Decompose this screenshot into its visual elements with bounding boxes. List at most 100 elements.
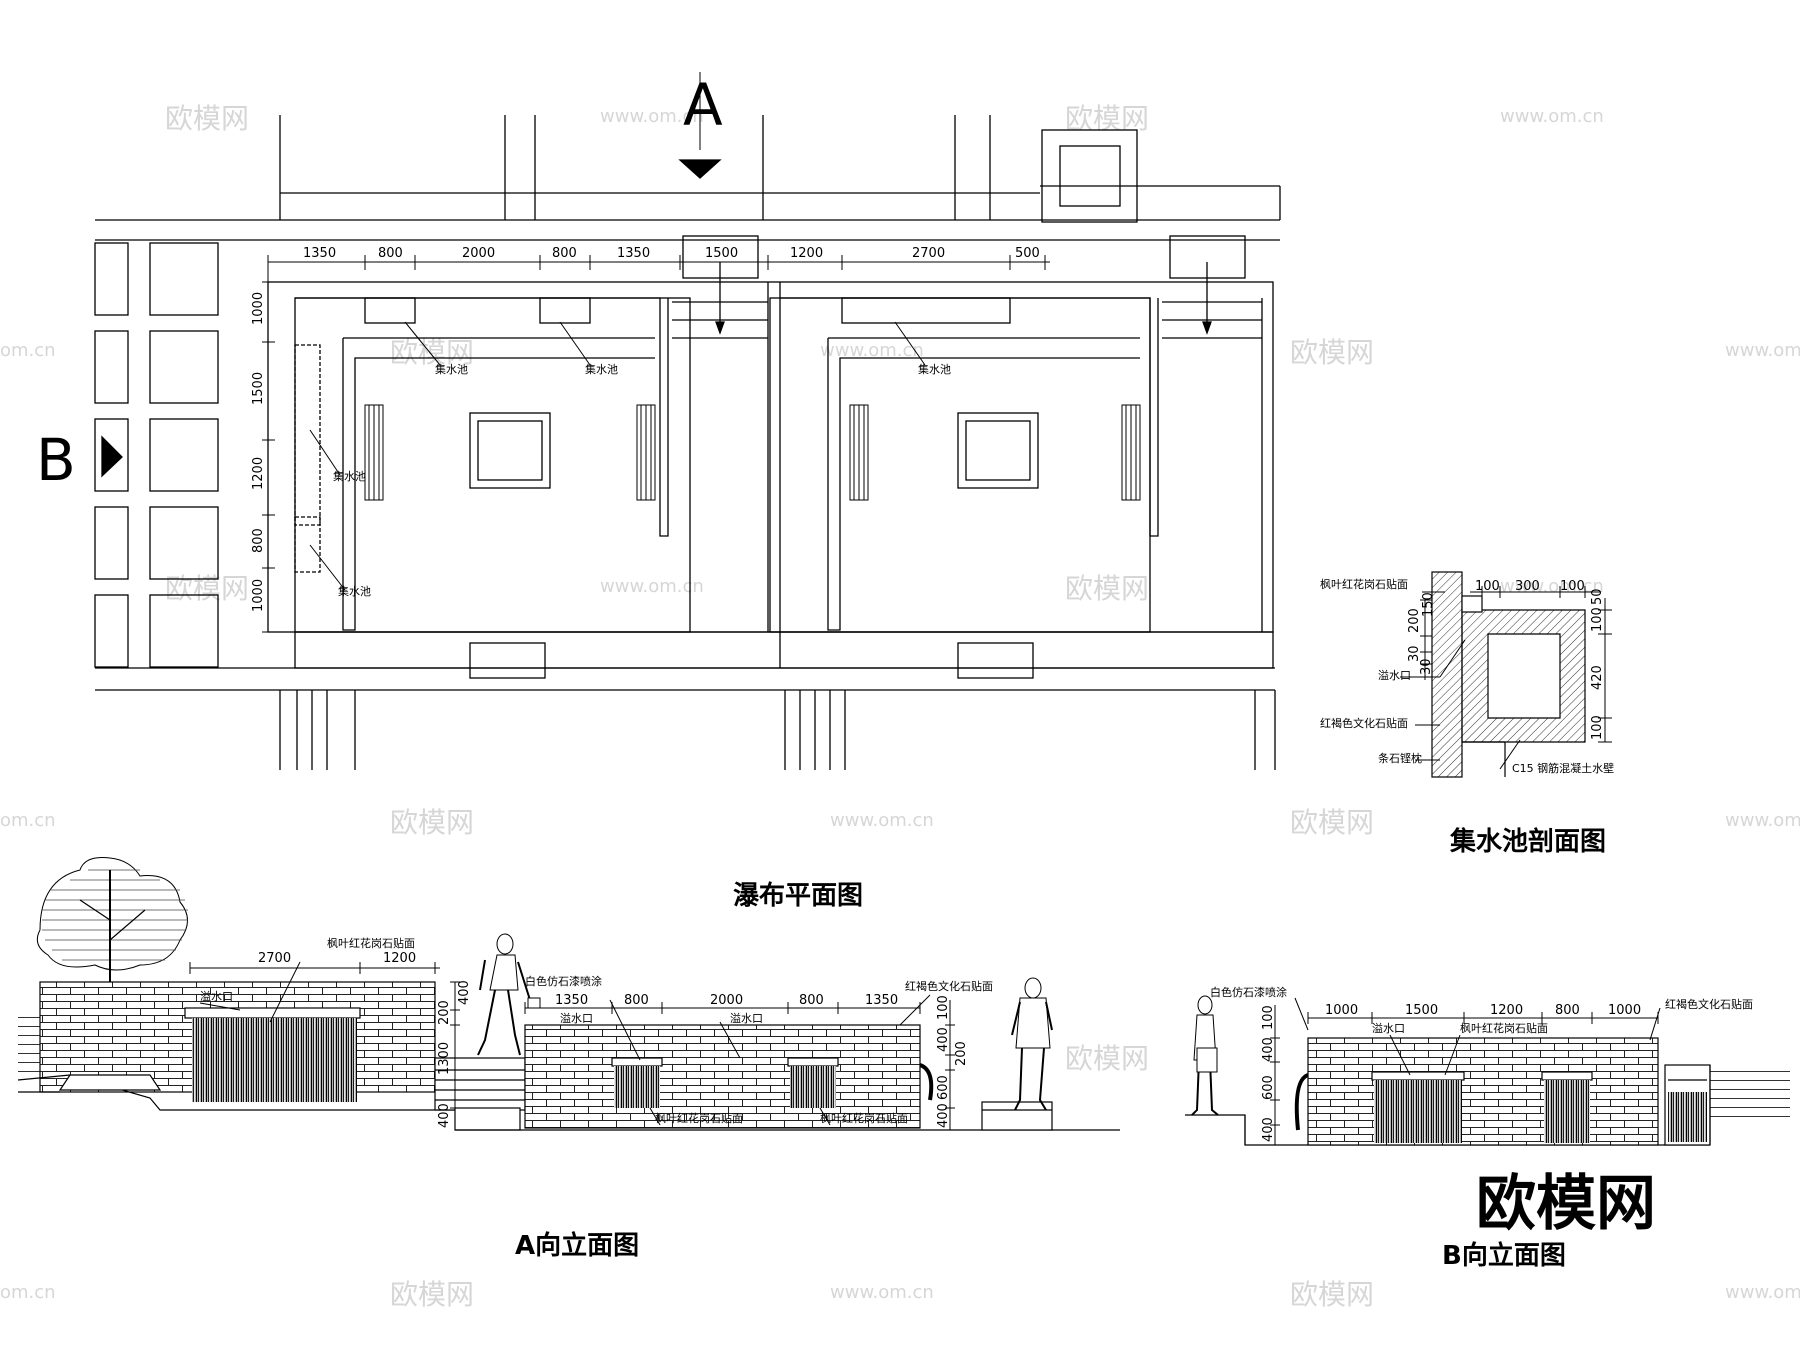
watermark-url: www.om.cn	[1725, 1282, 1800, 1303]
watermark-url: www.om.cn	[830, 810, 934, 831]
elev-a-dim: 800	[624, 993, 649, 1008]
dim-left-1: 1000	[251, 292, 266, 325]
elev-a-dim-mid: 1300	[437, 1042, 452, 1075]
section-label-granite: 枫叶红花岗石贴面	[1320, 577, 1408, 591]
watermarks: 欧模网 www.om.cn 欧模网 www.om.cn om.cn 欧模网 ww…	[0, 102, 1800, 1311]
dim-left-2: 1500	[251, 372, 266, 405]
elev-a-label-overflow: 溢水口	[560, 1011, 593, 1025]
elev-a-label-white-paint: 白色仿石漆喷涂	[525, 974, 602, 988]
pool-label: 集水池	[918, 362, 951, 376]
elevation-b-texts: 白色仿石漆喷涂 1000 1500 1200 800 1000 溢水口 枫叶红花…	[1210, 985, 1753, 1271]
dim-top-5: 1350	[617, 246, 650, 261]
section-dim-top: 100	[1475, 579, 1500, 594]
elev-b-label-granite: 枫叶红花岗石贴面	[1460, 1021, 1548, 1035]
section-dim-top: 100	[1560, 579, 1585, 594]
dim-top-7: 1200	[790, 246, 823, 261]
section-b-marker: B	[36, 426, 76, 494]
pool-label: 集水池	[435, 362, 468, 376]
section-dim-right: 420	[1590, 665, 1605, 690]
watermark-url: om.cn	[0, 810, 56, 831]
brand-logo: 欧模网	[1476, 1169, 1656, 1239]
section-dim-right: 100	[1590, 607, 1605, 632]
dim-top-1: 1350	[303, 246, 336, 261]
elev-b-dim: 1000	[1608, 1003, 1641, 1018]
elev-b-dim: 1500	[1405, 1003, 1438, 1018]
watermark-url: www.om.cn	[600, 106, 704, 127]
elev-a-label-culture-stone: 红褐色文化石贴面	[905, 979, 993, 993]
watermark-brand: 欧模网	[1065, 572, 1149, 605]
watermark-url: www.om.cn	[1500, 106, 1604, 127]
dims-left: 1000 1500 1200 800 1000	[251, 292, 266, 612]
dim-top-4: 800	[552, 246, 577, 261]
dim-top-3: 2000	[462, 246, 495, 261]
elev-a-dim: 2000	[710, 993, 743, 1008]
watermark-brand: 欧模网	[1290, 336, 1374, 369]
elev-a-label-granite: 枫叶红花岗石贴面	[820, 1111, 908, 1125]
woman-figure	[477, 933, 541, 1056]
pool-label: 集水池	[585, 362, 618, 376]
pool-section-detail	[1400, 571, 1612, 778]
elev-b-dim-left: 400	[1261, 1037, 1276, 1062]
section-label-overflow: 溢水口	[1378, 668, 1411, 682]
elev-a-dim-mid: 400	[457, 980, 472, 1005]
elev-a-dim: 1350	[555, 993, 588, 1008]
section-dim-right: 100	[1590, 715, 1605, 740]
watermark-url: om.cn	[0, 1282, 56, 1303]
elev-a-dim-right: 400	[936, 1027, 951, 1052]
section-label-concrete-wall: C15 钢筋混凝土水壁	[1512, 761, 1614, 775]
elev-a-label-overflow: 溢水口	[730, 1011, 763, 1025]
elev-b-dim: 1200	[1490, 1003, 1523, 1018]
woman-figure	[1191, 995, 1219, 1116]
watermark-brand: 欧模网	[390, 1278, 474, 1311]
elev-a-dim-right: 400	[936, 1103, 951, 1128]
elev-a-label-granite: 枫叶红花岗石贴面	[327, 936, 415, 950]
elev-b-dim: 1000	[1325, 1003, 1358, 1018]
watermark-brand: 欧模网	[1290, 1278, 1374, 1311]
elev-b-dim-left: 400	[1261, 1117, 1276, 1142]
elev-a-dim-right: 100	[936, 995, 951, 1020]
plan-texts: A B 1350 800 2000 800 1350 1500 1200 270…	[36, 71, 1040, 911]
section-title: 集水池剖面图	[1449, 826, 1606, 857]
dim-top-2: 800	[378, 246, 403, 261]
elev-b-label-overflow: 溢水口	[1372, 1021, 1405, 1035]
dim-left-4: 800	[251, 528, 266, 553]
elev-a-dim: 2700	[258, 951, 291, 966]
watermark-url: www.om.cn	[1725, 340, 1800, 361]
watermark-brand: 欧模网	[165, 572, 249, 605]
elev-a-dim: 800	[799, 993, 824, 1008]
dim-top-6: 1500	[705, 246, 738, 261]
watermark-brand: 欧模网	[165, 102, 249, 135]
elev-a-label-overflow: 溢水口	[200, 989, 233, 1003]
elev-a-dim-mid: 200	[437, 1000, 452, 1025]
watermark-url: www.om.cn	[820, 340, 924, 361]
elev-a-title: A向立面图	[515, 1230, 639, 1261]
watermark-brand: 欧模网	[1290, 806, 1374, 839]
elev-b-dim-left: 600	[1261, 1075, 1276, 1100]
elev-a-dim-mid: 400	[437, 1103, 452, 1128]
section-a-marker: A	[683, 71, 723, 139]
elev-a-dim: 1200	[383, 951, 416, 966]
section-dim-left: 30	[1407, 645, 1422, 662]
elev-b-label-white-paint: 白色仿石漆喷涂	[1210, 985, 1287, 999]
dim-top-9: 500	[1015, 246, 1040, 261]
waterfall-plan	[94, 72, 1281, 770]
plan-title: 瀑布平面图	[733, 881, 863, 911]
watermark-url: www.om.cn	[830, 1282, 934, 1303]
elev-b-label-culture-stone: 红褐色文化石贴面	[1665, 997, 1753, 1011]
elevation-a-texts: 2700 1200 枫叶红花岗石贴面 溢水口 白色仿石漆喷涂 1350 800 …	[200, 936, 993, 1261]
watermark-brand: 欧模网	[1065, 1042, 1149, 1075]
dim-left-5: 1000	[251, 579, 266, 612]
watermark-brand: 欧模网	[390, 336, 474, 369]
watermark-url: www.om.cn	[1725, 810, 1800, 831]
elevation-a	[17, 857, 1120, 1131]
section-dim-right: 50	[1590, 588, 1605, 605]
watermark-url: om.cn	[0, 340, 56, 361]
elev-b-dim: 800	[1555, 1003, 1580, 1018]
tree	[36, 857, 188, 1075]
elev-a-dim-right: 200	[954, 1041, 969, 1066]
section-label-stone-pillow: 条石铿枕	[1378, 751, 1422, 765]
pool-label: 集水池	[338, 584, 371, 598]
watermark-brand: 欧模网	[390, 806, 474, 839]
man-figure	[1011, 977, 1053, 1111]
